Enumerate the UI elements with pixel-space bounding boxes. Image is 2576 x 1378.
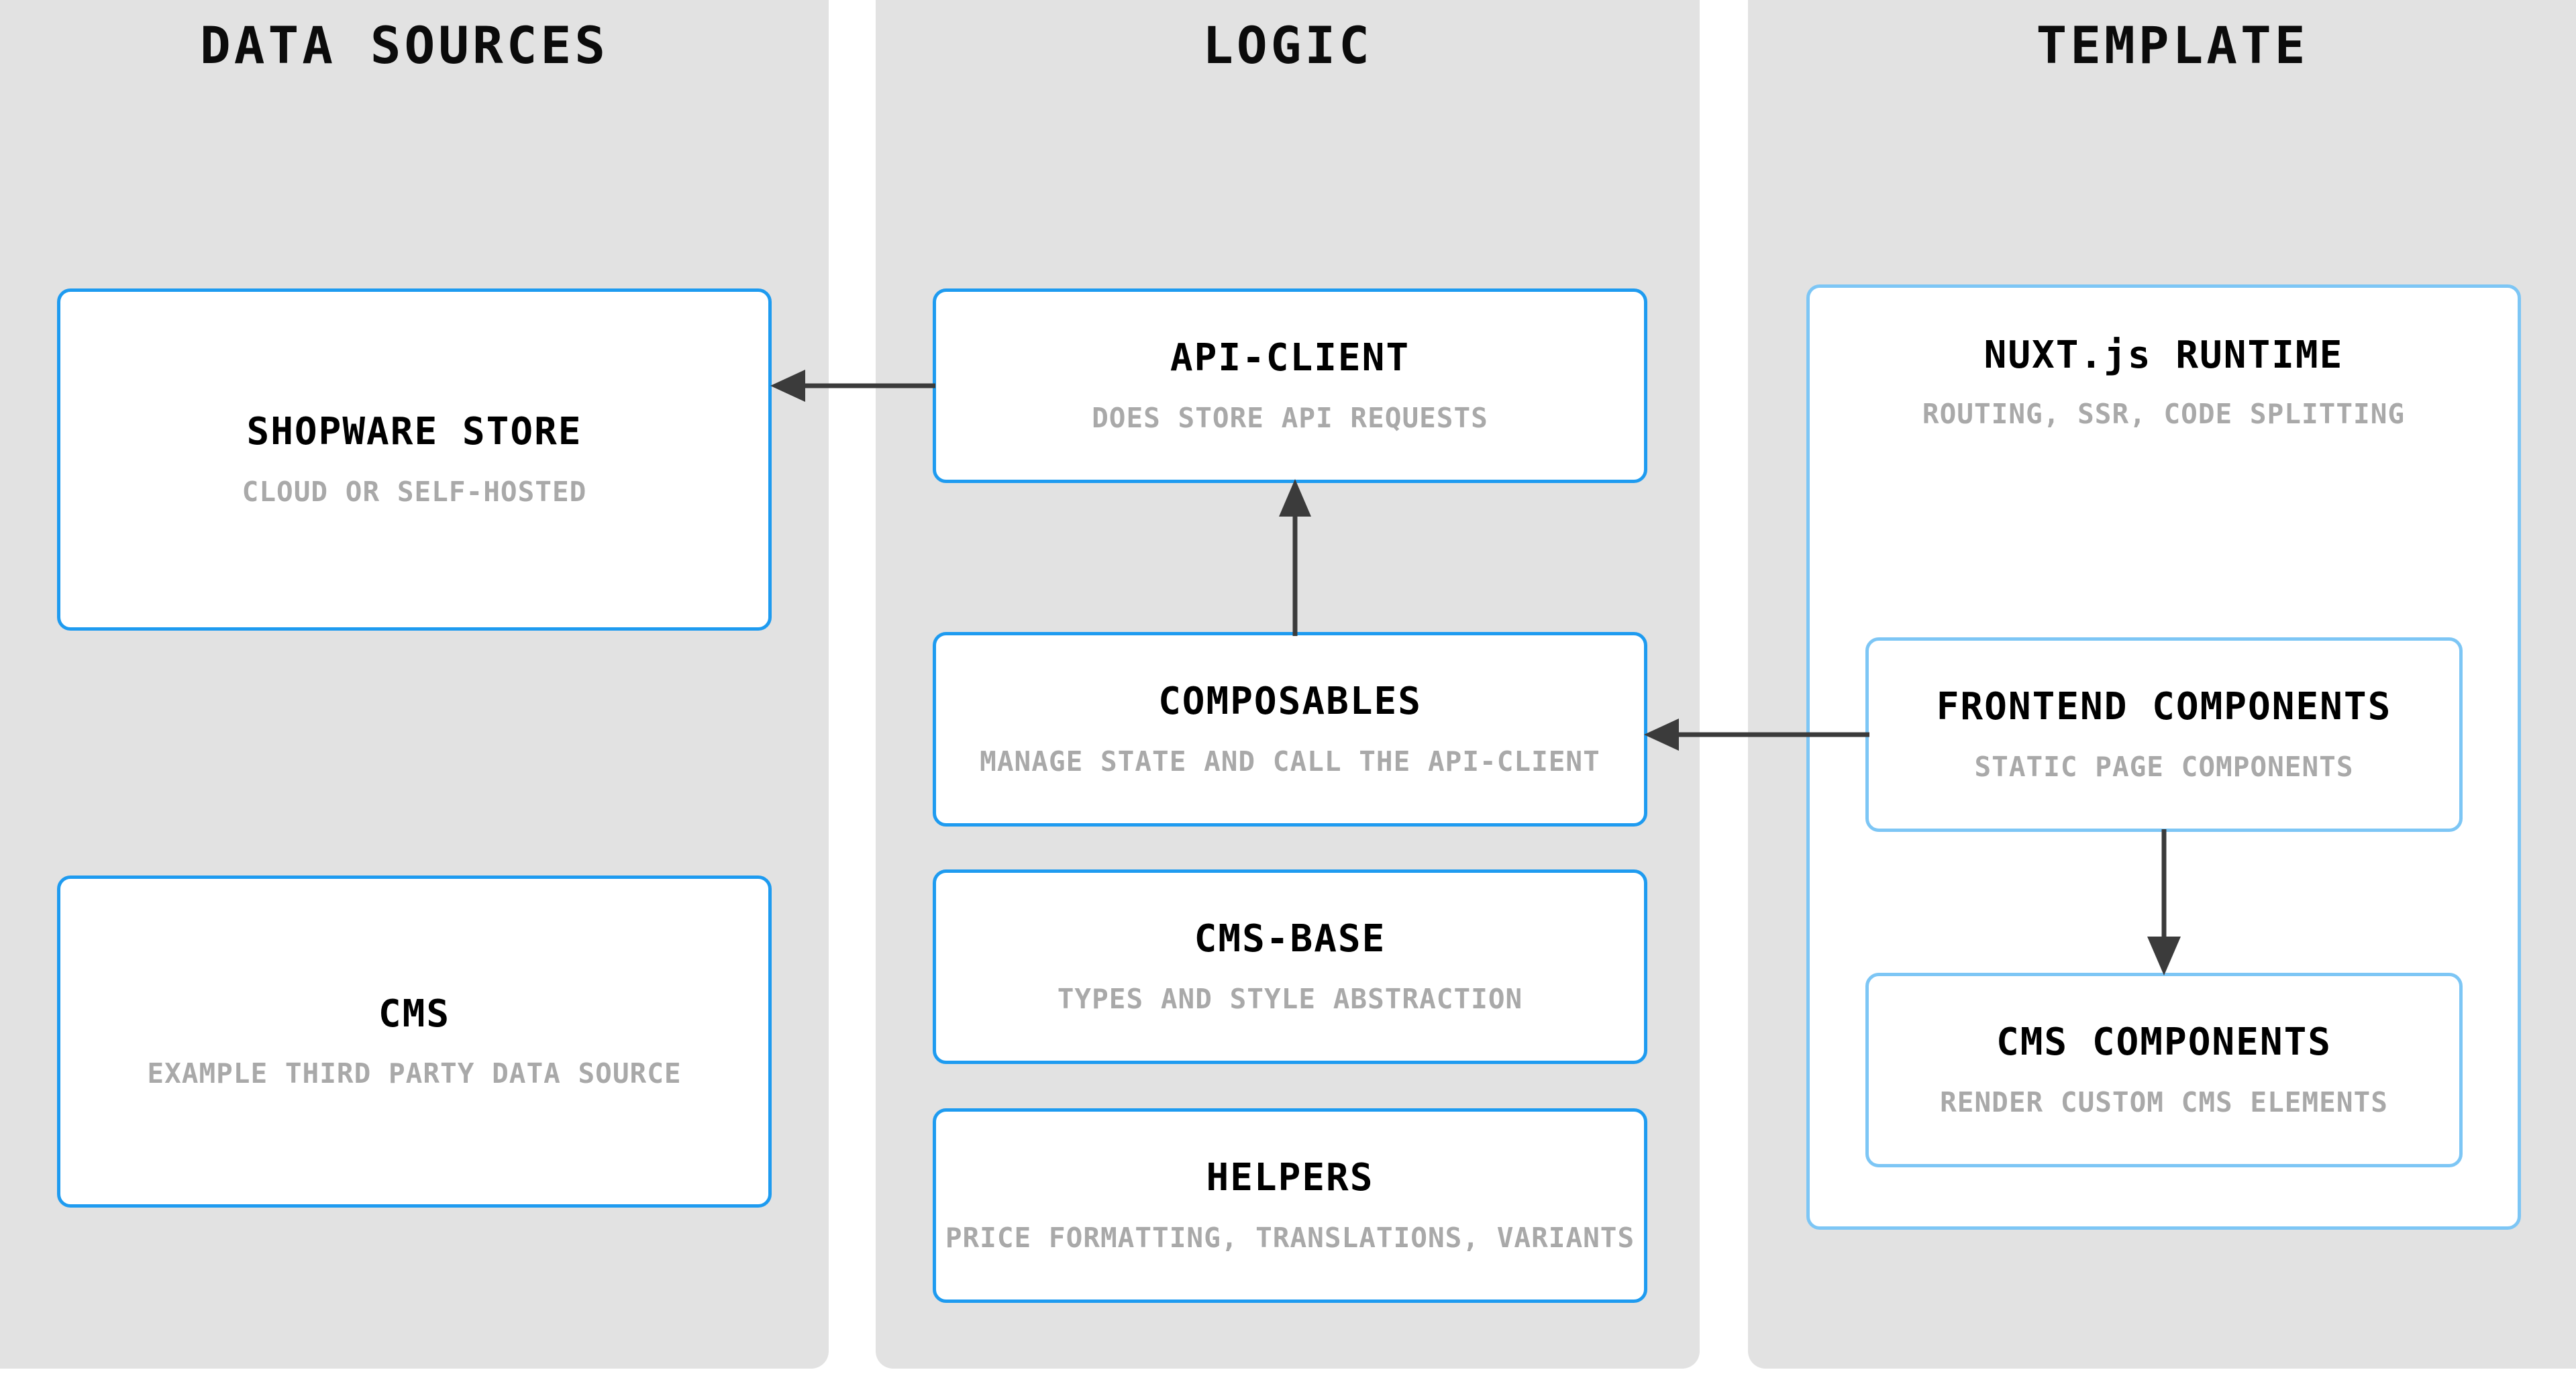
node-api-client[interactable]: API-CLIENT DOES STORE API REQUESTS <box>933 288 1647 483</box>
node-frontend-components-subtitle: STATIC PAGE COMPONENTS <box>1974 750 2354 783</box>
node-cms-components-title: CMS COMPONENTS <box>1996 1020 2332 1065</box>
column-title-template: TEMPLATE <box>2036 15 2309 75</box>
node-helpers-title: HELPERS <box>1206 1156 1374 1200</box>
node-cms-subtitle: EXAMPLE THIRD PARTY DATA SOURCE <box>147 1057 682 1090</box>
node-cms-components-subtitle: RENDER CUSTOM CMS ELEMENTS <box>1940 1085 2388 1118</box>
node-shopware-store-title: SHOPWARE STORE <box>246 410 582 454</box>
column-title-logic: LOGIC <box>1202 15 1373 75</box>
node-cms-base[interactable]: CMS-BASE TYPES AND STYLE ABSTRACTION <box>933 869 1647 1064</box>
node-composables[interactable]: COMPOSABLES MANAGE STATE AND CALL THE AP… <box>933 632 1647 827</box>
node-frontend-components-title: FRONTEND COMPONENTS <box>1936 685 2392 729</box>
column-title-data-sources: DATA SOURCES <box>199 15 609 75</box>
node-shopware-store-subtitle: CLOUD OR SELF-HOSTED <box>242 475 587 508</box>
node-cms[interactable]: CMS EXAMPLE THIRD PARTY DATA SOURCE <box>57 876 772 1208</box>
node-helpers[interactable]: HELPERS PRICE FORMATTING, TRANSLATIONS, … <box>933 1108 1647 1303</box>
node-cms-base-subtitle: TYPES AND STYLE ABSTRACTION <box>1057 982 1523 1015</box>
node-nuxt-runtime-subtitle: ROUTING, SSR, CODE SPLITTING <box>1922 397 2406 430</box>
node-cms-base-title: CMS-BASE <box>1194 917 1386 961</box>
node-frontend-components[interactable]: FRONTEND COMPONENTS STATIC PAGE COMPONEN… <box>1865 637 2463 832</box>
node-helpers-subtitle: PRICE FORMATTING, TRANSLATIONS, VARIANTS <box>945 1221 1635 1254</box>
node-api-client-subtitle: DOES STORE API REQUESTS <box>1092 401 1488 434</box>
edge-frontend-components-to-composables <box>1644 714 1869 755</box>
node-composables-subtitle: MANAGE STATE AND CALL THE API-CLIENT <box>980 745 1600 778</box>
node-composables-title: COMPOSABLES <box>1158 680 1422 724</box>
node-shopware-store[interactable]: SHOPWARE STORE CLOUD OR SELF-HOSTED <box>57 288 772 631</box>
edge-composables-to-api-client <box>1275 479 1315 636</box>
node-cms-title: CMS <box>378 992 451 1036</box>
node-nuxt-runtime-title: NUXT.js RUNTIME <box>1983 333 2344 377</box>
edge-frontend-components-to-cms-components <box>2144 829 2184 975</box>
node-cms-components[interactable]: CMS COMPONENTS RENDER CUSTOM CMS ELEMENT… <box>1865 973 2463 1167</box>
edge-api-client-to-shopware-store <box>770 366 935 406</box>
node-api-client-title: API-CLIENT <box>1170 336 1410 380</box>
